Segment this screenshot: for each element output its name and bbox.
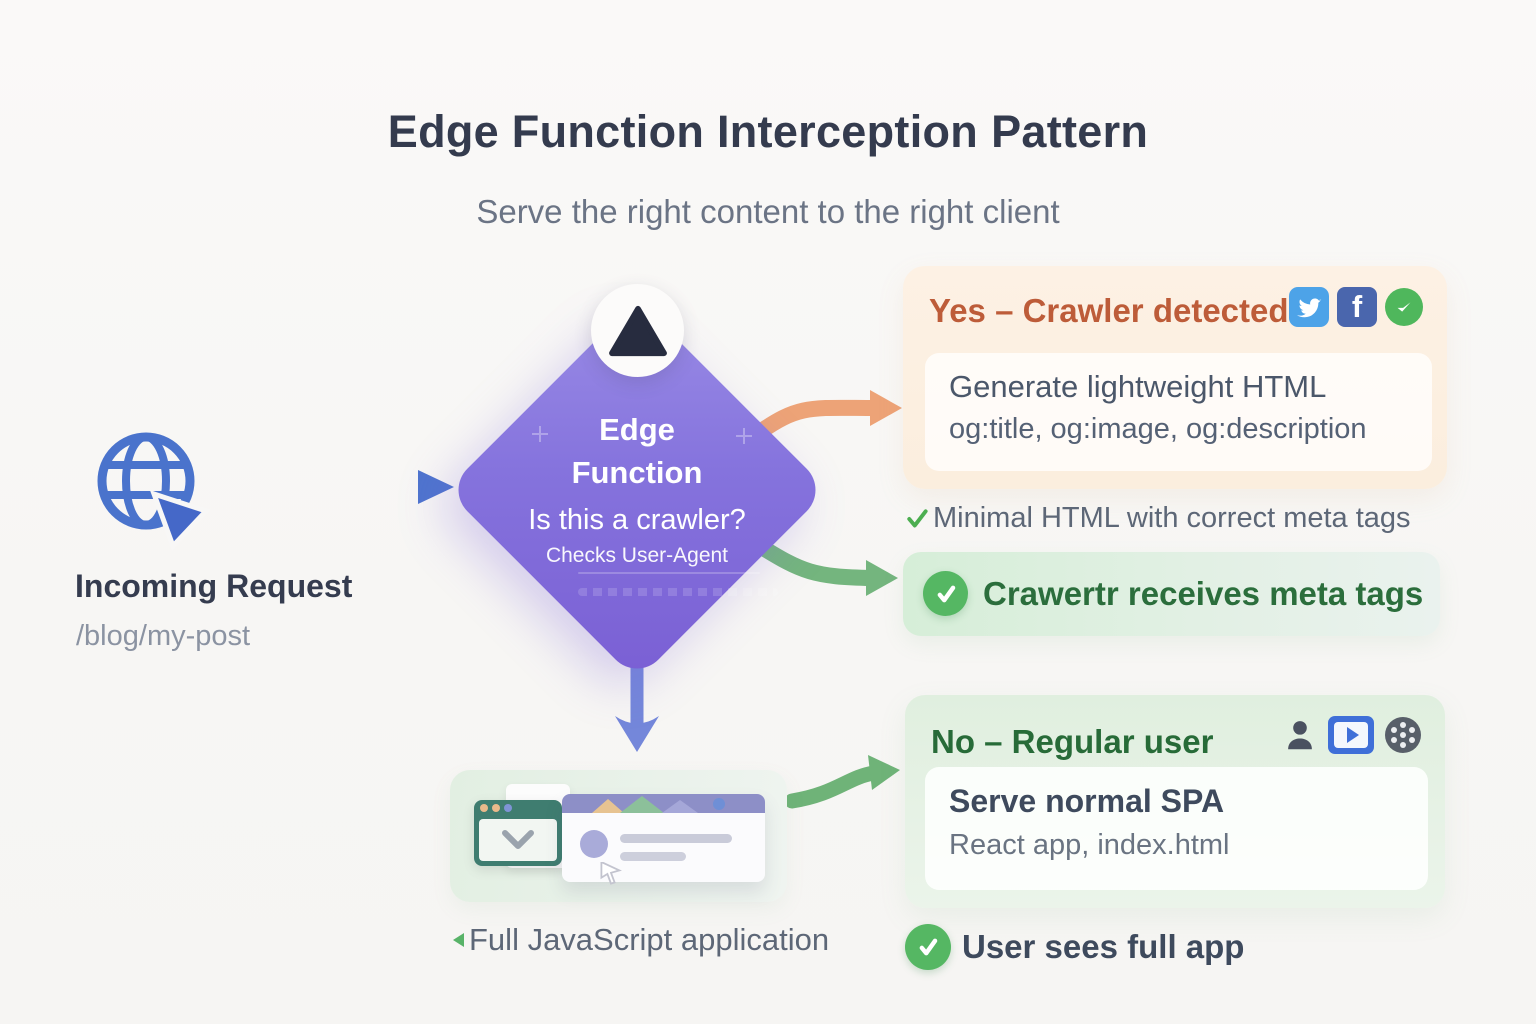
no-card-line1: Serve normal SPA — [949, 783, 1225, 819]
titlebar-decoration — [662, 800, 698, 813]
skeleton-line — [620, 834, 732, 843]
crawler-result-box: Crawertr receives meta tags — [903, 552, 1440, 636]
window-dot — [480, 804, 488, 812]
browser-window — [562, 794, 765, 882]
mini-browser-window — [474, 800, 562, 866]
twitter-icon — [1289, 287, 1329, 327]
yes-card-line1: Generate lightweight HTML — [949, 369, 1327, 404]
messenger-icon — [1385, 288, 1423, 326]
yes-branch-card: Generate lightweight HTML og:title, og:i… — [925, 353, 1432, 471]
edge-function-name-line1: Edge — [599, 412, 675, 447]
sparkle-decoration — [532, 426, 548, 442]
check-circle-icon — [905, 924, 951, 970]
meta-note: Minimal HTML with correct meta tags — [906, 502, 1411, 535]
page-title-main: Edge Function Interception — [387, 106, 979, 158]
check-circle-icon — [923, 571, 968, 616]
titlebar-decoration — [620, 796, 664, 813]
client-icons — [1281, 715, 1423, 755]
edge-function-badge — [591, 284, 684, 377]
no-branch-box: No – Regular user Serve normal SPA React… — [905, 695, 1445, 908]
check-icon — [907, 508, 928, 528]
titlebar-decoration — [592, 799, 624, 813]
edge-function-subtext: Checks User-Agent — [545, 543, 729, 567]
reel-icon — [1385, 717, 1421, 753]
caption-sparkle-icon — [453, 933, 464, 947]
incoming-request-path: /blog/my-post — [76, 620, 251, 652]
incoming-arrow — [215, 470, 454, 504]
spa-caption-text: Full JavaScript application — [469, 922, 830, 957]
spa-caption: Full JavaScript application — [453, 922, 829, 958]
diamond-noise-decoration — [578, 588, 778, 596]
sparkle-decoration — [736, 428, 752, 444]
meta-note-text: Minimal HTML with correct meta tags — [933, 502, 1411, 534]
no-card-line2: React app, index.html — [949, 829, 1230, 861]
crawler-result-text: Crawertr receives meta tags — [983, 575, 1424, 612]
mini-browser-body — [479, 819, 557, 861]
spa-preview-panel — [450, 770, 787, 902]
edge-function-name-line2: Function — [571, 455, 703, 491]
spa-arrow — [784, 755, 900, 809]
titlebar-decoration — [713, 798, 725, 810]
page-title-emphasis: Pattern — [991, 106, 1149, 158]
edge-function-question: Is this a crawler? — [528, 503, 746, 536]
facebook-icon: f — [1337, 287, 1377, 327]
no-branch-card: Serve normal SPA React app, index.html — [925, 767, 1428, 890]
skeleton-line — [620, 852, 686, 861]
facebook-letter: f — [1351, 289, 1363, 324]
browser-titlebar — [562, 794, 765, 813]
page-subtitle: Serve the right content to the right cli… — [476, 193, 1060, 230]
incoming-request-label: Incoming Request — [75, 568, 353, 604]
user-result-text: User sees full app — [962, 928, 1245, 965]
triangle-icon — [608, 305, 667, 356]
yes-branch-header: Yes – Crawler detected — [929, 292, 1289, 329]
window-dot — [492, 804, 500, 812]
globe-icon — [97, 432, 211, 551]
no-down-arrow — [615, 665, 659, 752]
mini-browser-titlebar — [474, 800, 562, 816]
user-icon — [1288, 721, 1312, 750]
social-icons: f — [1289, 287, 1423, 327]
diamond-noise-decoration — [578, 572, 760, 574]
avatar — [580, 830, 608, 858]
edge-function-label: Edge Function Is this a crawler? Checks … — [487, 408, 787, 568]
yes-branch-box: Yes – Crawler detected f Generate lightw… — [903, 266, 1447, 489]
no-branch-header: No – Regular user — [931, 723, 1214, 760]
video-icon — [1328, 716, 1374, 754]
chevron-down-icon — [502, 830, 534, 849]
yes-card-line2: og:title, og:image, og:description — [949, 413, 1367, 445]
window-dot — [504, 804, 512, 812]
cursor-icon — [600, 862, 622, 885]
